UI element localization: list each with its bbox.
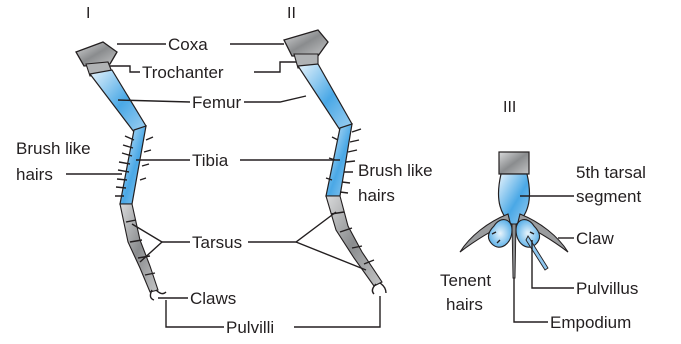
leg-ii-claws [372, 283, 386, 294]
label-empodium: Empodium [550, 313, 631, 332]
tarsal-stub [499, 152, 529, 174]
label-claws: Claws [190, 289, 236, 308]
leg-ii-tarsus [326, 196, 382, 286]
label-pulvillus: Pulvillus [576, 279, 638, 298]
label-tenent-line2: hairs [446, 295, 483, 314]
leg-i-tibia [120, 126, 146, 204]
label-brush-left-line2: hairs [16, 165, 53, 184]
leg-i-tarsus [120, 204, 158, 292]
label-femur: Femur [192, 93, 241, 112]
label-fifth-tarsal-line1: 5th tarsal [576, 163, 646, 182]
panel-label-i: I [86, 5, 90, 22]
label-tibia: Tibia [192, 151, 229, 170]
label-brush-right-line2: hairs [358, 186, 395, 205]
panel-label-ii: II [287, 5, 296, 22]
leg-ii-coxa [284, 30, 328, 56]
label-brush-left-line1: Brush like [16, 139, 91, 158]
empodium [512, 224, 516, 278]
label-coxa: Coxa [168, 35, 208, 54]
tarsal-tip-detail [460, 152, 568, 278]
panel-label-iii: III [503, 99, 516, 116]
label-pulvilli: Pulvilli [226, 318, 274, 337]
label-brush-right-line1: Brush like [358, 161, 433, 180]
leg-i-coxa [76, 42, 117, 66]
label-claw: Claw [576, 229, 615, 248]
leg-ii-femur [298, 64, 352, 130]
label-trochanter: Trochanter [142, 63, 224, 82]
label-fifth-tarsal-line2: segment [576, 187, 641, 206]
label-tarsus: Tarsus [192, 233, 242, 252]
label-tenent-line1: Tenent [440, 271, 491, 290]
